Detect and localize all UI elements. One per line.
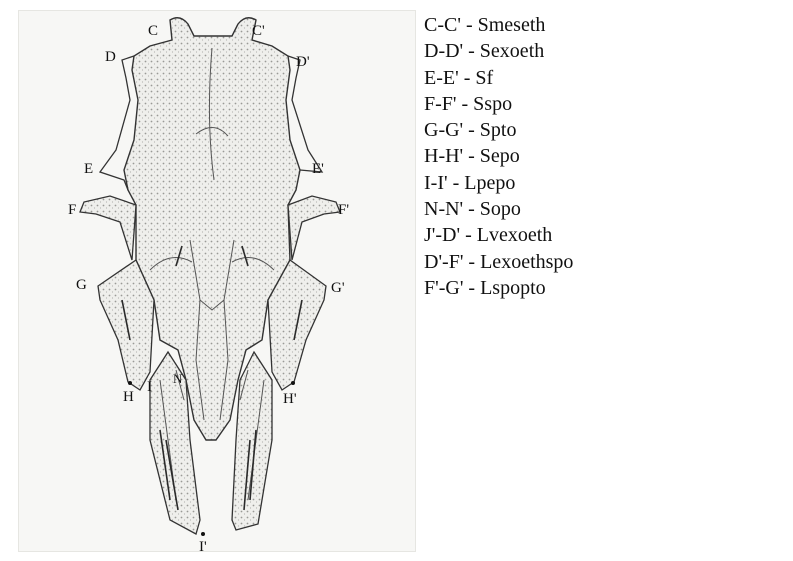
point-label-c-prime: C'	[252, 24, 265, 39]
right-postorbital-wing	[288, 196, 340, 260]
legend-item: I-I' - Lpepo	[424, 170, 573, 196]
skull-drawing	[0, 0, 420, 561]
legend-item: F-F' - Sspo	[424, 91, 573, 117]
point-label-h: H	[123, 390, 134, 405]
point-label-i-prime: I'	[199, 540, 207, 555]
point-label-f-prime: F'	[338, 203, 349, 218]
point-label-d: D	[105, 50, 116, 65]
point-label-n: N	[173, 372, 182, 385]
measurement-legend: C-C' - Smeseth D-D' - Sexoeth E-E' - Sf …	[424, 12, 573, 301]
legend-item: G-G' - Spto	[424, 117, 573, 143]
legend-item: D'-F' - Lexoethspo	[424, 249, 573, 275]
point-label-g-prime: G'	[331, 281, 345, 296]
legend-item: D-D' - Sexoeth	[424, 38, 573, 64]
legend-item: H-H' - Sepo	[424, 143, 573, 169]
cranial-roof	[124, 18, 300, 440]
legend-item: F'-G' - Lspopto	[424, 275, 573, 301]
left-postorbital-wing	[80, 196, 136, 260]
point-label-h-prime: H'	[283, 392, 297, 407]
point-label-c: C	[148, 24, 158, 39]
point-label-g: G	[76, 278, 87, 293]
legend-item: E-E' - Sf	[424, 65, 573, 91]
point-label-i: I	[147, 380, 152, 395]
legend-item: N-N' - Sopo	[424, 196, 573, 222]
point-label-e: E	[84, 162, 93, 177]
legend-item: C-C' - Smeseth	[424, 12, 573, 38]
point-label-e-prime: E'	[312, 162, 324, 177]
point-label-f: F	[68, 203, 76, 218]
legend-item: J'-D' - Lvexoeth	[424, 222, 573, 248]
point-label-d-prime: D'	[296, 55, 310, 70]
